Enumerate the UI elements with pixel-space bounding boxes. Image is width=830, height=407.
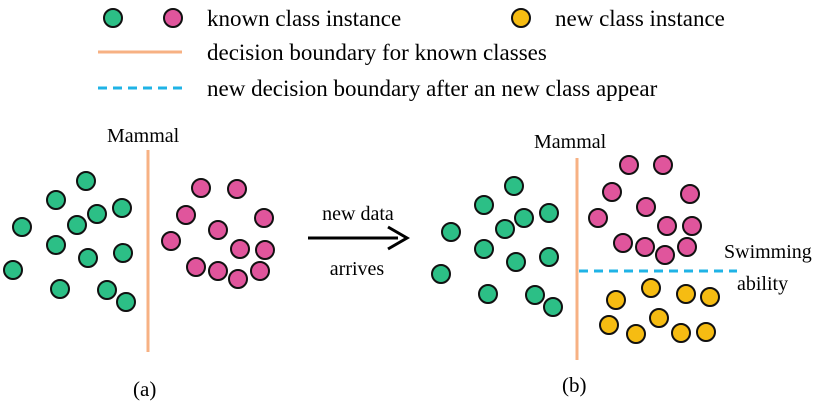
- panel-a: Mammal: [3, 125, 275, 401]
- instance-dot: [208, 261, 228, 281]
- panel-b-green-cluster: [431, 176, 563, 317]
- instance-dot: [602, 182, 622, 202]
- instance-dot: [539, 247, 559, 267]
- instance-dot: [653, 155, 673, 175]
- instance-dot: [116, 292, 136, 312]
- instance-dot: [12, 217, 32, 237]
- instance-dot: [613, 233, 633, 253]
- instance-dot: [599, 315, 619, 335]
- instance-dot: [606, 290, 626, 310]
- arrow-head-icon: [387, 225, 410, 251]
- instance-dot: [113, 243, 133, 263]
- instance-dot: [700, 287, 720, 307]
- instance-dot: [474, 239, 494, 259]
- instance-dot: [649, 308, 669, 328]
- instance-dot: [696, 322, 716, 342]
- instance-dot: [619, 155, 639, 175]
- instance-dot: [431, 264, 451, 284]
- instance-dot: [657, 216, 677, 236]
- instance-dot: [588, 208, 608, 228]
- instance-dot: [50, 279, 70, 299]
- instance-dot: [78, 248, 98, 268]
- panel-a-mammal-label: Mammal: [107, 125, 180, 147]
- instance-dot: [176, 205, 196, 225]
- legend-known-label: known class instance: [207, 6, 401, 31]
- panel-b-swimming-label: Swimming: [724, 241, 812, 263]
- instance-dot: [87, 204, 107, 224]
- panel-b-yellow-cluster: [599, 278, 720, 344]
- legend-known-pink-dot: [163, 8, 183, 28]
- instance-dot: [250, 261, 270, 281]
- instance-dot: [636, 197, 656, 217]
- instance-dot: [254, 208, 274, 228]
- transition-arrow: new data arrives: [308, 203, 410, 280]
- instance-dot: [76, 171, 96, 191]
- panel-b: Mammal Swimming ability: [431, 131, 812, 397]
- legend-boundary-label: decision boundary for known classes: [207, 40, 547, 65]
- instance-dot: [191, 178, 211, 198]
- instance-dot: [680, 184, 700, 204]
- instance-dot: [677, 237, 697, 257]
- instance-dot: [255, 240, 275, 260]
- panel-b-caption: (b): [562, 373, 587, 397]
- legend-new-boundary-label: new decision boundary after an new class…: [207, 76, 658, 101]
- instance-dot: [495, 219, 515, 239]
- panel-b-mammal-label: Mammal: [534, 131, 607, 153]
- legend-new-yellow-dot: [511, 8, 531, 28]
- instance-dot: [543, 297, 563, 317]
- instance-dot: [46, 190, 66, 210]
- instance-dot: [655, 245, 675, 265]
- instance-dot: [626, 324, 646, 344]
- instance-dot: [641, 278, 661, 298]
- legend-new-label: new class instance: [555, 6, 725, 31]
- panel-a-green-cluster: [3, 171, 136, 312]
- instance-dot: [525, 285, 545, 305]
- instance-dot: [474, 195, 494, 215]
- legend: known class instance new class instance …: [98, 6, 725, 101]
- instance-dot: [676, 284, 696, 304]
- panel-a-caption: (a): [133, 377, 156, 401]
- instance-dot: [539, 203, 559, 223]
- instance-dot: [230, 239, 250, 259]
- instance-dot: [186, 257, 206, 277]
- legend-known-green-dot: [103, 8, 123, 28]
- instance-dot: [67, 215, 87, 235]
- instance-dot: [161, 231, 181, 251]
- arrow-label-bottom: arrives: [330, 258, 385, 280]
- instance-dot: [227, 179, 247, 199]
- instance-dot: [3, 260, 23, 280]
- instance-dot: [97, 280, 117, 300]
- instance-dot: [506, 252, 526, 272]
- instance-dot: [635, 237, 655, 257]
- panel-b-pink-cluster: [588, 155, 702, 265]
- instance-dot: [228, 269, 248, 289]
- panel-a-pink-cluster: [161, 178, 275, 289]
- instance-dot: [46, 235, 66, 255]
- instance-dot: [682, 216, 702, 236]
- instance-dot: [112, 198, 132, 218]
- instance-dot: [478, 284, 498, 304]
- instance-dot: [504, 176, 524, 196]
- instance-dot: [671, 323, 691, 343]
- instance-dot: [208, 220, 228, 240]
- instance-dot: [441, 222, 461, 242]
- panel-b-ability-label: ability: [737, 273, 788, 295]
- arrow-label-top: new data: [322, 203, 394, 225]
- instance-dot: [514, 208, 534, 228]
